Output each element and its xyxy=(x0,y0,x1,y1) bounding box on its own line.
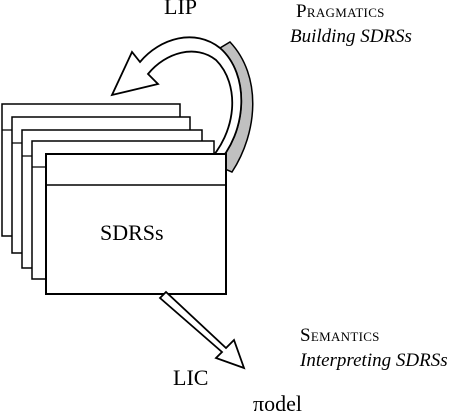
building-sdrss-label: Building SDRSs xyxy=(290,26,412,47)
model-label: πodel xyxy=(253,391,302,416)
sdrss-window-label: SDRSs xyxy=(100,220,164,245)
semantics-label: Semantics xyxy=(300,325,380,346)
straight-arrow xyxy=(158,290,246,370)
lic-label: LIC xyxy=(173,365,209,390)
pragmatics-label: Pragmatics xyxy=(296,1,385,22)
window-front xyxy=(45,153,227,295)
window-stack xyxy=(1,103,227,295)
lip-label: LIP xyxy=(164,0,197,19)
interpreting-sdrss-label: Interpreting SDRSs xyxy=(300,350,448,371)
curved-arrow-body xyxy=(110,36,243,166)
